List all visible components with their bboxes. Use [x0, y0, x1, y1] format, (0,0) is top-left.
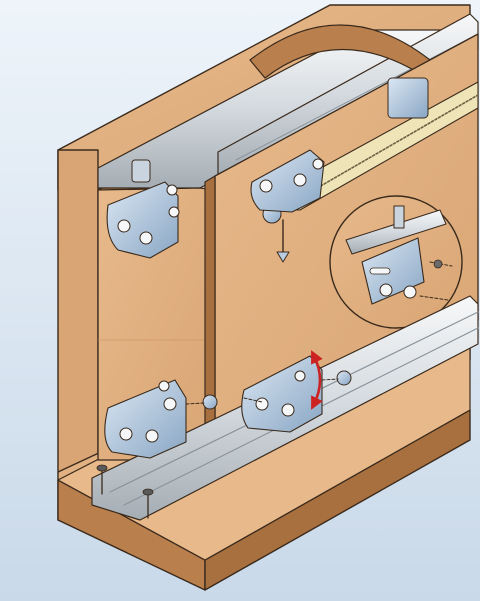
damper-catch-block [387, 77, 429, 119]
bottom-roller-carriage-rear [104, 379, 218, 459]
damper-screw-head [276, 251, 290, 263]
damper-teeth [299, 94, 479, 199]
top-guide-bracket-front [250, 149, 325, 213]
bottom-roller-carriage-front [241, 355, 352, 433]
top-guide-bracket-rear [106, 159, 180, 259]
cabinet-side-panel [57, 149, 99, 473]
track-fixing-screw-2 [142, 488, 154, 519]
top-track-groove [235, 33, 479, 161]
damper-detail-inset [329, 195, 463, 329]
height-adjust-arrow [311, 350, 323, 410]
track-fixing-screw-1 [96, 464, 108, 495]
